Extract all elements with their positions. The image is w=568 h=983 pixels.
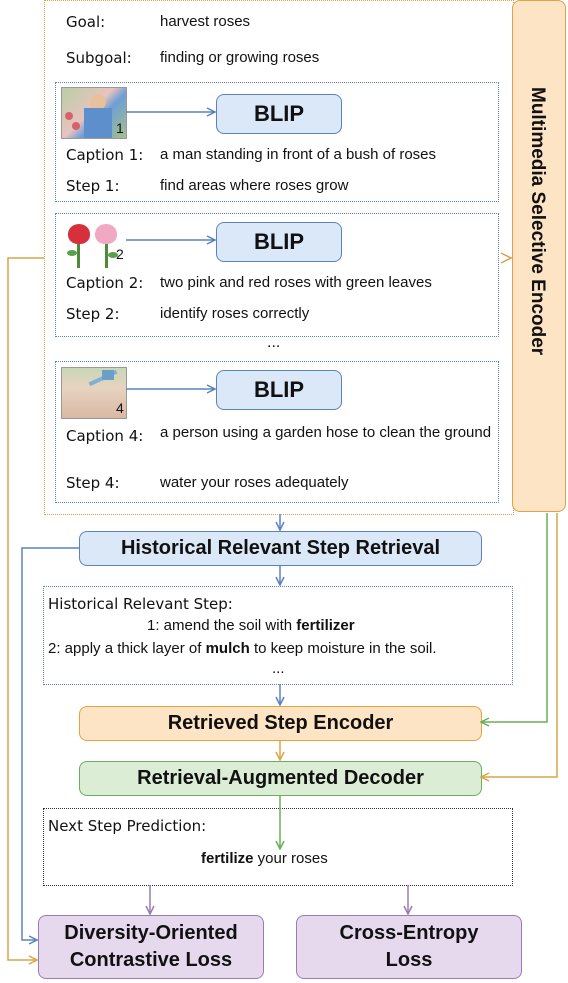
- contrastive-loss-line1: Diversity-Oriented: [64, 922, 238, 944]
- caption-text-4: a person using a garden hose to clean th…: [160, 424, 492, 441]
- image-man-roses-1: 1: [61, 87, 127, 139]
- historical-step-2-keyword: mulch: [205, 640, 250, 657]
- step-label-1: Step 1:: [66, 177, 120, 195]
- caption-label-1: Caption 1:: [66, 146, 144, 164]
- caption-label-2: Caption 2:: [66, 274, 144, 292]
- entries-ellipsis: ...: [267, 334, 281, 351]
- diversity-oriented-contrastive-loss: Diversity-Oriented Contrastive Loss: [38, 915, 264, 979]
- historical-step-2-tail: to keep moisture in the soil.: [249, 640, 437, 657]
- goal-label: Goal:: [66, 13, 106, 31]
- entry-box-4: [55, 361, 499, 503]
- caption-label-4: Caption 4:: [66, 427, 144, 445]
- historical-steps-title: Historical Relevant Step:: [48, 595, 233, 613]
- goal-value: harvest roses: [160, 13, 251, 30]
- prediction-rest: your roses: [253, 850, 328, 867]
- step-label-4: Step 4:: [66, 474, 120, 492]
- cross-entropy-loss: Cross-Entropy Loss: [296, 915, 522, 979]
- caption-text-2: two pink and red roses with green leaves: [160, 274, 432, 291]
- image-number-4: 4: [116, 400, 124, 416]
- step-text-4: water your roses adequately: [160, 474, 349, 491]
- retrieval-augmented-decoder: Retrieval-Augmented Decoder: [79, 761, 482, 796]
- entry-box-1: [55, 82, 499, 202]
- arrow-retrieval-contrastive: [21, 547, 79, 940]
- prediction-keyword: fertilize: [201, 850, 254, 867]
- cross-entropy-line1: Cross-Entropy: [339, 922, 479, 944]
- arrow-frame-multimedia-head: [500, 252, 513, 264]
- arrow-multimedia-decoder: [482, 513, 558, 777]
- historical-step-1-keyword: fertilizer: [296, 617, 355, 634]
- image-number-2: 2: [116, 246, 124, 262]
- blip-box-1: BLIP: [216, 94, 342, 134]
- subgoal-label: Subgoal:: [66, 49, 132, 67]
- historical-step-2: 2: apply a thick layer of mulch to keep …: [48, 640, 437, 657]
- historical-step-1: 1: amend the soil with fertilizer: [147, 617, 355, 634]
- step-label-2: Step 2:: [66, 305, 120, 323]
- image-two-roses-2: 2: [61, 219, 127, 271]
- historical-ellipsis: ...: [272, 660, 285, 677]
- image-garden-hose-4: 4: [61, 367, 127, 419]
- arrow-frame-contrastive: [7, 257, 44, 960]
- arrow-multimedia-encoder: [482, 513, 548, 722]
- subgoal-value: finding or growing roses: [160, 49, 320, 66]
- step-text-2: identify roses correctly: [160, 305, 310, 322]
- image-number-1: 1: [116, 120, 124, 136]
- blip-box-2: BLIP: [216, 222, 342, 262]
- historical-relevant-step-retrieval: Historical Relevant Step Retrieval: [79, 531, 482, 566]
- contrastive-loss-line2: Contrastive Loss: [69, 949, 233, 971]
- historical-steps-box: [43, 586, 513, 685]
- cross-entropy-line2: Loss: [385, 949, 433, 971]
- historical-step-2-text: 2: apply a thick layer of: [48, 640, 206, 657]
- multimedia-selective-encoder: Multimedia Selective Encoder: [512, 0, 566, 512]
- step-text-1: find areas where roses grow: [160, 177, 349, 194]
- entry-box-2: [55, 213, 499, 337]
- prediction-title: Next Step Prediction:: [48, 817, 207, 835]
- blip-box-4: BLIP: [216, 370, 342, 410]
- historical-step-1-text: 1: amend the soil with: [147, 617, 297, 634]
- caption-text-1: a man standing in front of a bush of ros…: [160, 146, 436, 163]
- multimedia-encoder-label: Multimedia Selective Encoder: [527, 87, 548, 356]
- prediction-box: [43, 808, 513, 886]
- prediction-text: fertilize your roses: [201, 850, 328, 867]
